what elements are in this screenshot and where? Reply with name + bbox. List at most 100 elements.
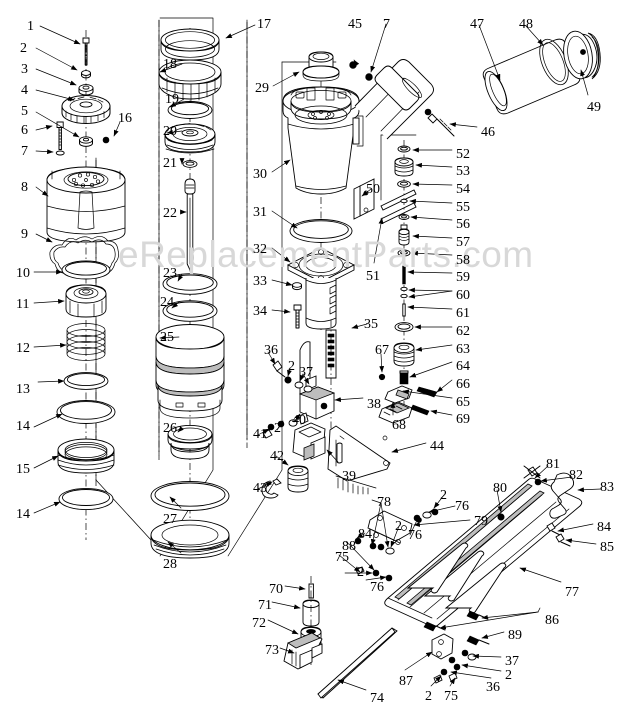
callout-number: 21 (163, 156, 177, 171)
callout-number: 11 (16, 297, 30, 312)
callout-number: 66 (456, 377, 470, 392)
callout-number: 68 (392, 418, 406, 433)
callout-number: 73 (265, 643, 279, 658)
callout-number: 37 (505, 654, 519, 669)
callout-number: 89 (508, 628, 522, 643)
callout-number: 69 (456, 412, 470, 427)
callout-number: 88 (342, 539, 356, 554)
callout-number: 3 (21, 62, 28, 77)
callout-number: 30 (253, 167, 267, 182)
callout-number: 44 (430, 439, 444, 454)
callout-number: 84 (358, 527, 372, 542)
callout-number: 10 (16, 266, 30, 281)
callout-number: 82 (569, 468, 583, 483)
callout-number: 17 (257, 17, 271, 32)
callout-number: 75 (335, 550, 349, 565)
callout-number: 76 (408, 528, 422, 543)
callout-number: 61 (456, 306, 470, 321)
callout-number: 42 (270, 449, 284, 464)
callout-number: 80 (493, 481, 507, 496)
callout-number: 7 (21, 144, 28, 159)
callout-number: 70 (269, 582, 283, 597)
callout-number: 76 (370, 580, 384, 595)
callout-number: 24 (160, 295, 174, 310)
callout-number: 47 (470, 17, 484, 32)
callout-number: 7 (383, 17, 390, 32)
callout-number: 67 (375, 343, 389, 358)
callout-number: 19 (165, 92, 179, 107)
callout-number: 37 (299, 365, 313, 380)
callout-number: 8 (21, 180, 28, 195)
callout-number: 76 (455, 499, 469, 514)
callout-number: 74 (370, 691, 384, 704)
callout-number: 49 (587, 100, 601, 115)
callout-number: 25 (160, 330, 174, 345)
callout-number: 2 (440, 488, 447, 503)
callout-number: 84 (597, 520, 611, 535)
callout-number: 33 (253, 274, 267, 289)
callout-number: 2 (395, 519, 402, 534)
callout-number: 62 (456, 324, 470, 339)
callout-number: 48 (519, 17, 533, 32)
callout-number: 41 (253, 427, 267, 442)
callout-number: 52 (456, 147, 470, 162)
callout-number: 1 (27, 19, 34, 34)
callout-number: 27 (163, 512, 177, 527)
callout-number: 6 (21, 123, 28, 138)
callout-number: 16 (118, 111, 132, 126)
callout-number: 2 (425, 689, 432, 704)
callout-number: 22 (163, 206, 177, 221)
callout-number: 81 (546, 457, 560, 472)
callout-number: 2 (288, 359, 295, 374)
callout-number: 79 (474, 514, 488, 529)
callout-number: 18 (163, 57, 177, 72)
callout-number: 14 (16, 507, 30, 522)
callout-number: 58 (456, 253, 470, 268)
callout-number: 26 (163, 421, 177, 436)
callout-number: 71 (258, 598, 272, 613)
callout-number: 75 (444, 689, 458, 704)
callout-number: 5 (21, 104, 28, 119)
callout-number: 77 (565, 585, 579, 600)
callout-number: 34 (253, 304, 267, 319)
callout-number: 63 (456, 342, 470, 357)
callout-number: 2 (20, 41, 27, 56)
callout-number: 57 (456, 235, 470, 250)
callout-number: 45 (348, 17, 362, 32)
callout-number: 23 (163, 266, 177, 281)
callout-number: 14 (16, 419, 30, 434)
callout-number: 36 (264, 343, 278, 358)
callout-number: 59 (456, 270, 470, 285)
callout-number: 31 (253, 205, 267, 220)
callout-number: 50 (366, 182, 380, 197)
callout-number: 64 (456, 359, 470, 374)
callout-number: 29 (255, 81, 269, 96)
callout-number: 9 (21, 227, 28, 242)
callout-number: 32 (253, 242, 267, 257)
callout-number: 28 (163, 557, 177, 572)
callout-number: 38 (367, 397, 381, 412)
callout-number: 2 (505, 668, 512, 683)
callout-number: 78 (377, 495, 391, 510)
callout-number: 46 (481, 125, 495, 140)
callout-number: 86 (545, 613, 559, 628)
callout-number: 60 (456, 288, 470, 303)
callout-number: 83 (600, 480, 614, 495)
callout-number: 40 (292, 413, 306, 428)
callout-number: 12 (16, 341, 30, 356)
callout-number: 54 (456, 182, 470, 197)
callout-number: 20 (163, 124, 177, 139)
callout-number: 72 (252, 616, 266, 631)
callout-number: 51 (366, 269, 380, 284)
callout-number: 65 (456, 395, 470, 410)
callout-number: 39 (342, 469, 356, 484)
callout-number: 55 (456, 200, 470, 215)
callout-number: 85 (600, 540, 614, 555)
callout-number: 36 (486, 680, 500, 695)
callout-number: 4 (21, 83, 28, 98)
callout-number: 53 (456, 164, 470, 179)
callout-number: 13 (16, 382, 30, 397)
callout-number: 15 (16, 462, 30, 477)
